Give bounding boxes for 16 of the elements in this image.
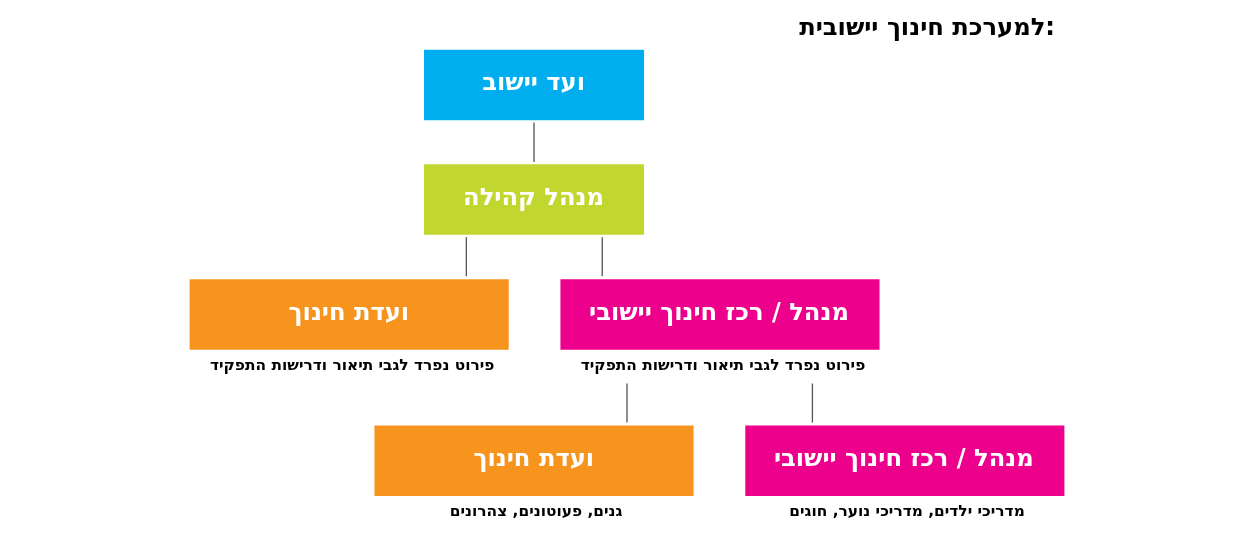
node-box: מנהל קהילה (423, 164, 644, 235)
connector (532, 121, 535, 163)
connector (465, 236, 467, 277)
node-label: גנים, פעוטונים, צהרונים (449, 502, 622, 521)
connector (811, 382, 813, 424)
connector (601, 236, 603, 277)
node-label: מדריכי ילדים, מדריכי נוער, חוגים (788, 502, 1025, 521)
connector (625, 382, 628, 424)
diagram-title: למערכת חינוך יישובית: (798, 13, 1055, 42)
node-box: מנהל / רכז חינוך יישובי (559, 279, 880, 350)
node-box: ועדת חינוך (189, 279, 509, 350)
node-box: מנהל / רכז חינוך יישובי (744, 425, 1064, 497)
node-box: ועד יישוב (423, 49, 644, 121)
node-box: ועדת חינוך (373, 425, 694, 497)
node-label: פירוט נפרד לגבי תיאור ודרישות התפקיד (209, 355, 494, 374)
node-label: פירוט נפרד לגבי תיאור ודרישות התפקיד (580, 355, 865, 374)
